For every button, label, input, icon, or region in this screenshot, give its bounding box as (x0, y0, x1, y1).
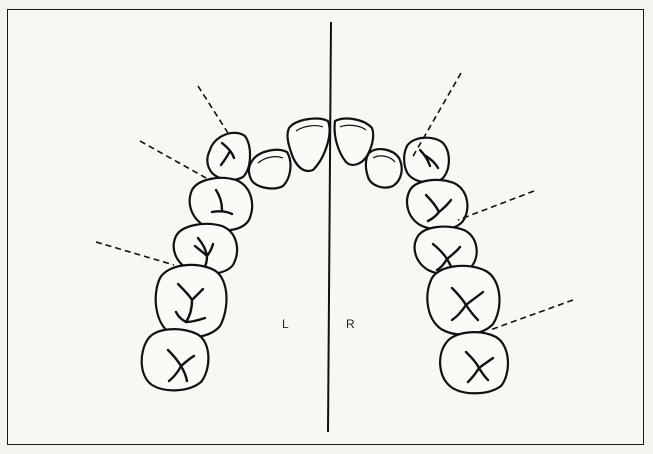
right-lateral-incisor (366, 149, 402, 187)
right-molar-reference-line (490, 300, 573, 330)
left-first-molar (156, 265, 227, 338)
left-first-premolar (190, 178, 252, 230)
right-first-premolar (407, 180, 467, 230)
midline (328, 22, 331, 432)
right-second-molar (440, 332, 508, 393)
left-lateral-incisor (249, 150, 290, 189)
left-second-molar (142, 329, 209, 390)
left-side-label: L (282, 317, 289, 331)
left-second-premolar-reference-line (96, 242, 174, 265)
left-central-incisor (288, 119, 330, 171)
right-first-molar (427, 266, 499, 335)
left-first-premolar-reference-line (140, 141, 206, 178)
left-canine-reference-line (198, 86, 228, 133)
right-premolar-reference-line (458, 191, 534, 220)
left-canine (207, 133, 250, 180)
right-canine (404, 138, 449, 183)
right-side-label: R (346, 317, 355, 331)
